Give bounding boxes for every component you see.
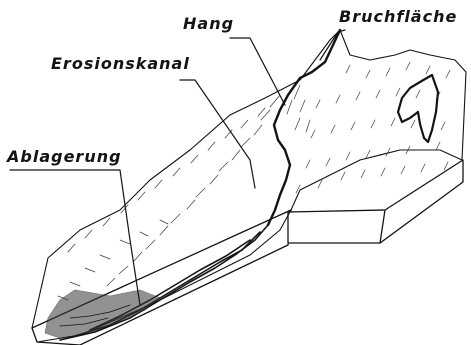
label-bruchflaeche: Bruchfläche <box>339 9 457 25</box>
leader-ablagerung <box>10 170 140 305</box>
scarp-line <box>268 30 340 225</box>
rupture-surface <box>398 75 438 142</box>
label-erosionskanal: Erosionskanal <box>51 56 190 72</box>
label-ablagerung: Ablagerung <box>7 149 122 165</box>
label-hang: Hang <box>183 16 234 32</box>
leader-hang <box>230 38 285 105</box>
leader-erosionskanal <box>180 80 255 188</box>
